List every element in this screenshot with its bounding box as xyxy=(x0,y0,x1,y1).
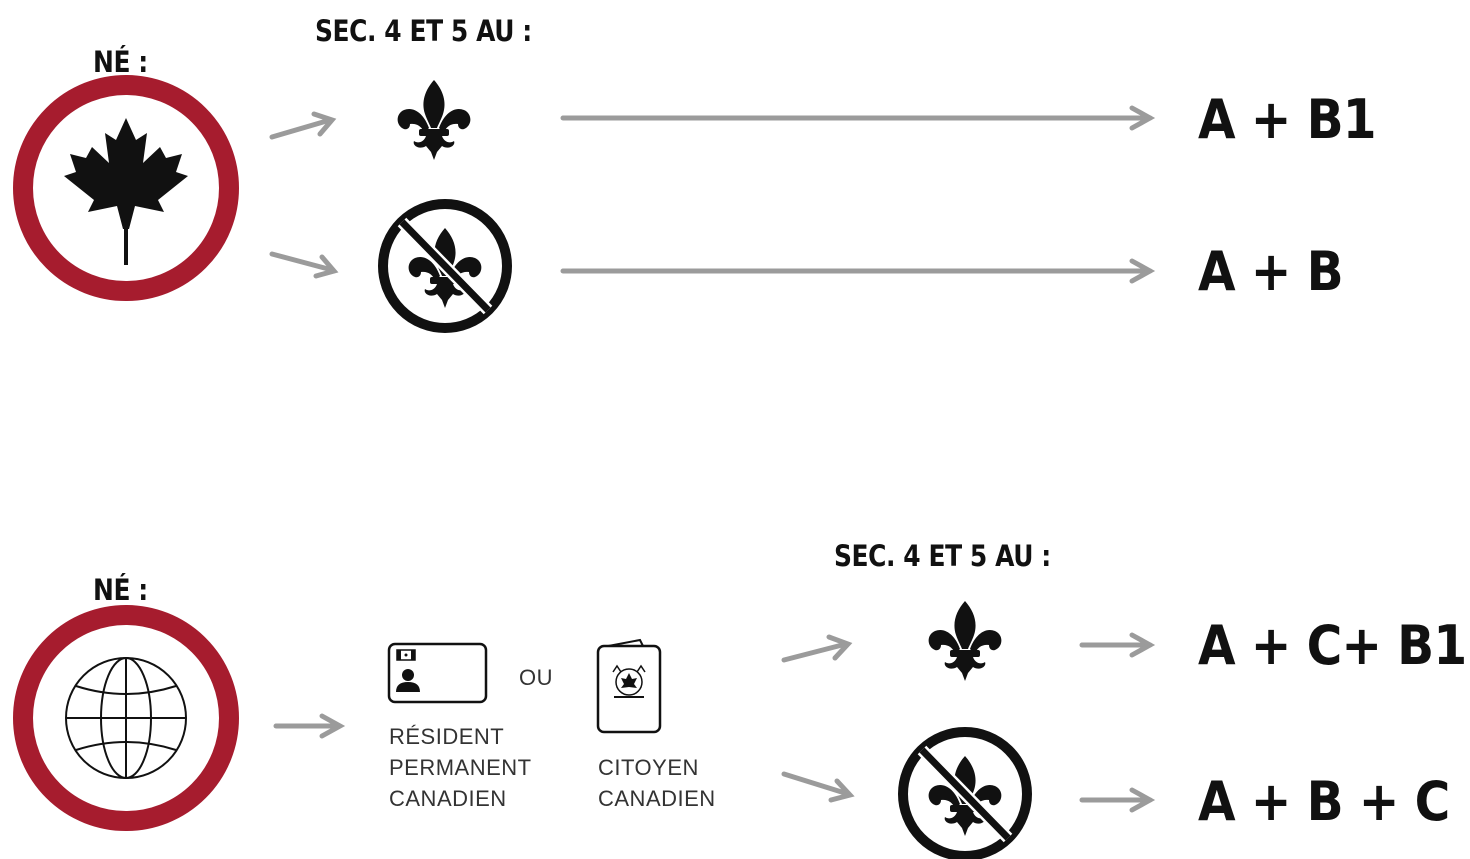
top-result-quebec: A + B1 xyxy=(1198,88,1377,151)
citizen-line: CITOYEN xyxy=(598,755,699,780)
bottom-born-label: NÉ : xyxy=(93,573,148,607)
arrow-to-not-quebec xyxy=(269,251,339,279)
arrow-to-result-quebec xyxy=(560,105,1156,131)
permanent-resident-label: RÉSIDENT PERMANENT CANADIEN xyxy=(389,721,532,814)
fleur-de-lis-icon xyxy=(397,80,471,160)
bottom-sections-label: SEC. 4 ET 5 AU : xyxy=(834,539,1051,573)
canada-badge xyxy=(13,75,239,301)
globe-icon xyxy=(65,657,187,779)
arrow-to-result-not-quebec xyxy=(1079,787,1156,813)
arrows-bottom-small xyxy=(781,634,855,803)
arrow-to-documents xyxy=(273,713,346,739)
bottom-result-quebec: A + C+ B1 xyxy=(1198,614,1467,677)
top-born-label: NÉ : xyxy=(93,45,148,79)
arrow-to-quebec xyxy=(269,111,337,140)
or-label: OU xyxy=(519,665,553,690)
permanent-resident-line: PERMANENT xyxy=(389,755,532,780)
top-result-not-quebec: A + B xyxy=(1198,240,1344,303)
permanent-resident-line: CANADIEN xyxy=(389,786,507,811)
arrows-bottom-results xyxy=(1079,632,1156,813)
top-sections-label: SEC. 4 ET 5 AU : xyxy=(315,14,532,48)
permanent-resident-line: RÉSIDENT xyxy=(389,724,505,749)
arrow-to-result-not-quebec xyxy=(560,258,1156,284)
globe-badge xyxy=(13,605,239,831)
citizen-label: CITOYEN CANADIEN xyxy=(598,752,716,814)
no-fleur-de-lis-icon xyxy=(898,727,1032,859)
arrows-top-long xyxy=(560,105,1156,284)
maple-leaf-icon xyxy=(64,118,188,265)
bottom-result-not-quebec: A + B + C xyxy=(1198,770,1450,833)
arrow-to-not-quebec xyxy=(781,771,855,803)
no-fleur-de-lis-icon xyxy=(378,199,512,333)
arrows-top-small xyxy=(269,111,339,279)
fleur-de-lis-icon xyxy=(928,601,1002,681)
arrow-to-result-quebec xyxy=(1079,632,1156,658)
citizenship-document-icon xyxy=(596,638,662,734)
permanent-resident-card-icon xyxy=(387,642,488,704)
arrow-to-quebec xyxy=(781,634,853,663)
citizen-line: CANADIEN xyxy=(598,786,716,811)
